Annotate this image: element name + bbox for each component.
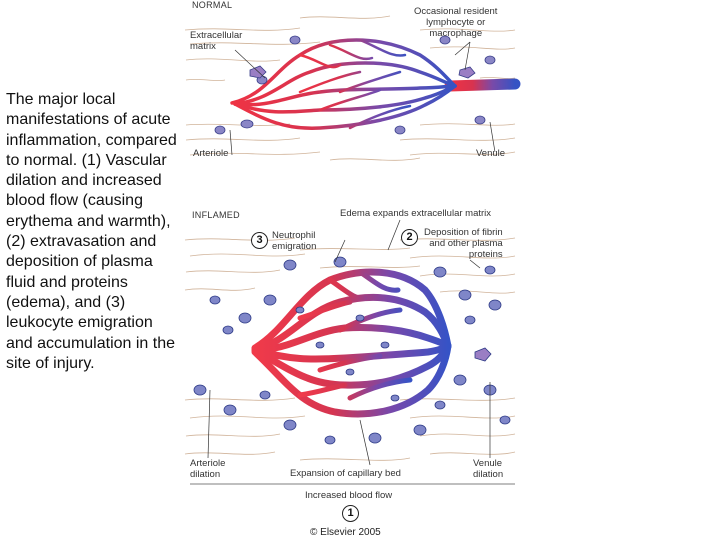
step-2-marker: 2 (401, 229, 418, 246)
figure-caption: The major local manifestations of acute … (6, 91, 177, 372)
leader-lines (207, 41, 496, 466)
step-3-marker: 3 (251, 232, 268, 249)
inflamed-panel-title: INFLAMED (192, 210, 240, 220)
inflamed-leukocytes (193, 256, 511, 445)
neutrophil-emigration-label: Neutrophil emigration (272, 230, 317, 252)
venule-dilation-label: Venule dilation (473, 458, 504, 480)
normal-capillary-network (177, 38, 521, 130)
capillary-expansion-label: Expansion of capillary bed (290, 468, 401, 479)
fibrin-deposition-label: Deposition of fibrin and other plasma pr… (424, 227, 503, 260)
arteriole-label: Arteriole (193, 148, 229, 159)
resident-cell-label: Occasional resident lymphocyte or macrop… (414, 6, 498, 39)
normal-tissue-fibers (184, 15, 516, 161)
normal-resident-cells (214, 35, 496, 135)
extracellular-matrix-label: Extracellular matrix (190, 30, 243, 52)
venule-label: Venule (476, 148, 506, 159)
copyright-notice: © Elsevier 2005 (310, 527, 381, 538)
blood-flow-label: Increased blood flow (305, 490, 393, 501)
inflamed-tissue-fibers (184, 237, 516, 461)
arteriole-dilation-label: Arteriole dilation (190, 458, 226, 480)
edema-label: Edema expands extracellular matrix (340, 208, 492, 219)
inflamed-capillary-network (172, 268, 516, 418)
normal-panel-title: NORMAL (192, 0, 233, 10)
step-1-marker: 1 (342, 505, 359, 522)
